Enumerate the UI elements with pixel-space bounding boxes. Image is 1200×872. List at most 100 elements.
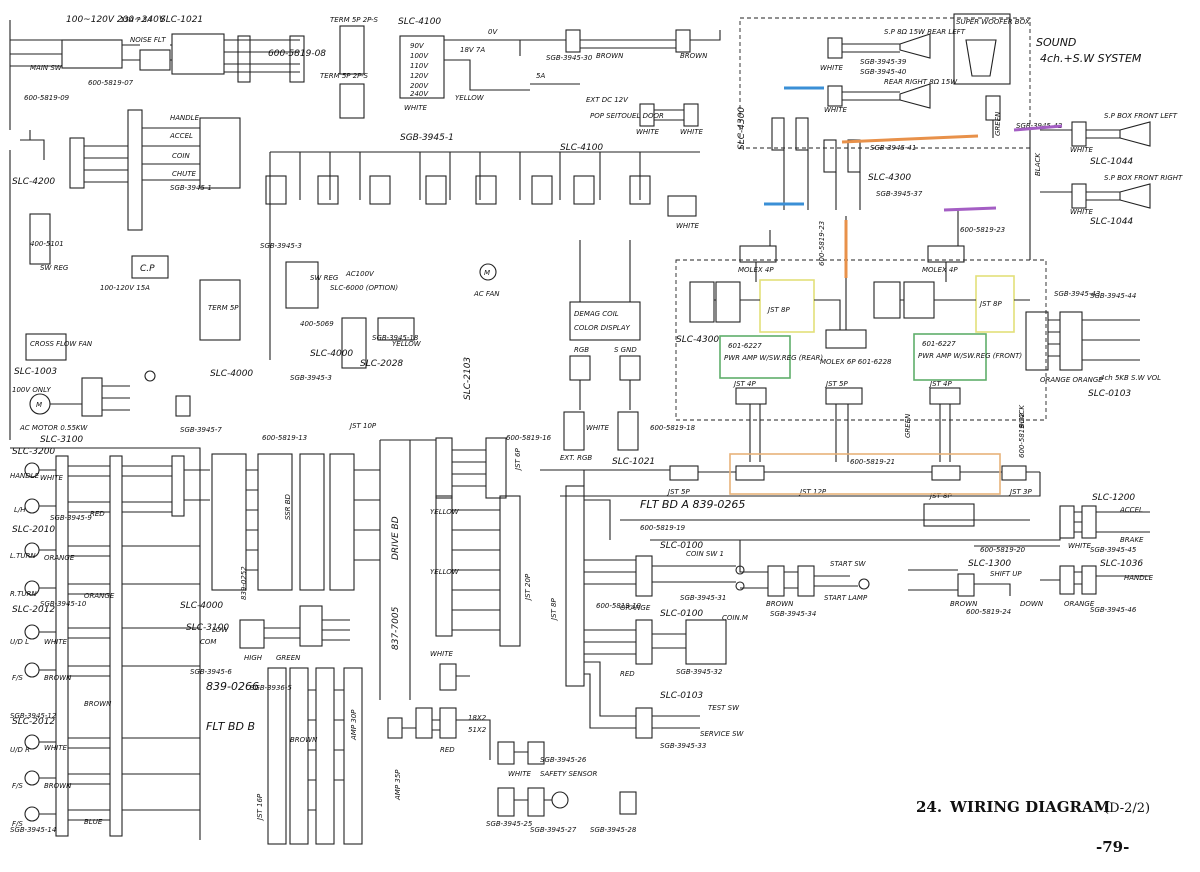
svg-text:WHITE: WHITE bbox=[508, 770, 532, 778]
svg-text:ORANGE: ORANGE bbox=[84, 592, 115, 600]
svg-text:M: M bbox=[484, 269, 490, 277]
svg-text:SGB-3945-14: SGB-3945-14 bbox=[10, 826, 56, 834]
connector-cp bbox=[617, 411, 639, 451]
flt-bd-b-label: FLT BD B bbox=[206, 720, 255, 733]
highlight-box-green-right bbox=[913, 333, 987, 381]
svg-text:COIN.M: COIN.M bbox=[722, 614, 748, 622]
label-slc3100-b: SLC-3100 bbox=[186, 623, 229, 633]
svg-text:WHITE: WHITE bbox=[824, 106, 848, 114]
label-slc0103-r: SLC-0103 bbox=[1088, 389, 1131, 399]
svg-text:AC100V: AC100V bbox=[345, 270, 375, 278]
svg-text:CROSS FLOW FAN: CROSS FLOW FAN bbox=[30, 340, 93, 348]
jst-12p-connector bbox=[735, 465, 765, 481]
svg-text:POP SEITOUEL DOOR: POP SEITOUEL DOOR bbox=[590, 112, 664, 120]
fuse-label: 15A 7.5A bbox=[120, 16, 152, 24]
svg-text:F/S: F/S bbox=[12, 820, 23, 828]
label-slc1044-b: SLC-1044 bbox=[1090, 217, 1133, 227]
connector bbox=[497, 741, 515, 765]
svg-text:S GND: S GND bbox=[614, 346, 637, 354]
svg-text:600-5819-23: 600-5819-23 bbox=[818, 221, 826, 266]
terminal-5p-b bbox=[339, 83, 365, 119]
jst-4p-connector-b bbox=[929, 387, 961, 405]
svg-text:JST 6P: JST 6P bbox=[514, 448, 522, 472]
svg-text:SGB-3945-9: SGB-3945-9 bbox=[50, 514, 92, 522]
svg-text:SGB-3945-44: SGB-3945-44 bbox=[1090, 292, 1136, 300]
svg-text:MOLEX 4P: MOLEX 4P bbox=[922, 266, 958, 274]
color-highlights bbox=[729, 86, 1063, 495]
connector-pc bbox=[175, 395, 191, 417]
highlight-purple-mid bbox=[943, 206, 997, 212]
svg-text:240V: 240V bbox=[410, 90, 429, 98]
connector-column bbox=[315, 667, 335, 845]
fuse-block bbox=[171, 33, 225, 75]
svg-text:GREEN: GREEN bbox=[276, 654, 301, 662]
svg-text:L.TURN: L.TURN bbox=[10, 552, 36, 560]
svg-text:SGB-3936-5: SGB-3936-5 bbox=[250, 684, 292, 692]
pot-icon bbox=[24, 498, 40, 514]
label-slc3100: SLC-3100 bbox=[40, 435, 83, 445]
label-slc4300-mid: SLC-4300 bbox=[868, 173, 911, 183]
svg-text:SGB-3945-42: SGB-3945-42 bbox=[1016, 122, 1063, 130]
svg-text:RED: RED bbox=[620, 670, 635, 678]
connector-cp bbox=[619, 355, 641, 381]
sound-block: SOUND 4ch.+S.W SYSTEM SUPER WOOFER BOX S… bbox=[737, 13, 1183, 260]
connector bbox=[497, 787, 515, 817]
svg-text:110V: 110V bbox=[410, 62, 429, 70]
label-slc0100-b: SLC-0100 bbox=[660, 609, 703, 619]
svg-text:SAFETY SENSOR: SAFETY SENSOR bbox=[540, 770, 598, 778]
coin-lamp-icon bbox=[735, 581, 745, 591]
svg-text:100-120V 15A: 100-120V 15A bbox=[100, 284, 150, 292]
noise-filter-box bbox=[139, 49, 171, 71]
svg-text:SGB-3945-45: SGB-3945-45 bbox=[1090, 546, 1137, 554]
svg-text:SGB-3945-6: SGB-3945-6 bbox=[190, 668, 232, 676]
svg-text:SGB-3945-27: SGB-3945-27 bbox=[530, 826, 577, 834]
svg-text:90V: 90V bbox=[410, 42, 425, 50]
svg-text:SGB-3945-40: SGB-3945-40 bbox=[860, 68, 907, 76]
flt-bd-a-block: FLT BD A 839-0265 600-5819-19 600-5819-2… bbox=[540, 404, 1061, 554]
svg-text:ORANGE: ORANGE bbox=[1064, 600, 1095, 608]
color-display-block: DEMAG COIL COLOR DISPLAY RGB S GND EXT. … bbox=[463, 240, 655, 467]
label-slc4300-left: SLC-4300 bbox=[676, 335, 719, 345]
connector-pc bbox=[265, 175, 287, 205]
svg-text:0V: 0V bbox=[488, 28, 498, 36]
highlight-purple-top bbox=[1013, 124, 1063, 132]
connector-cp bbox=[767, 565, 785, 597]
svg-text:COLOR DISPLAY: COLOR DISPLAY bbox=[574, 324, 630, 332]
svg-text:MOLEX 6P 601-6228: MOLEX 6P 601-6228 bbox=[820, 358, 892, 366]
svg-text:BLUE: BLUE bbox=[84, 818, 103, 826]
svg-text:JST 20P: JST 20P bbox=[524, 573, 532, 602]
label-slc2012: SLC-2012 bbox=[12, 605, 55, 615]
drive-connector-a bbox=[299, 453, 325, 591]
svg-text:600-5819-19: 600-5819-19 bbox=[596, 602, 642, 610]
connector-cp bbox=[635, 619, 653, 665]
highlight-box-yellow-right bbox=[975, 275, 1015, 333]
connector-cp bbox=[435, 495, 453, 637]
svg-text:JST 12P: JST 12P bbox=[798, 488, 827, 496]
svg-text:ORANGE: ORANGE bbox=[44, 554, 75, 562]
svg-text:GREEN: GREEN bbox=[904, 413, 912, 438]
slc4300-dashed-area bbox=[675, 259, 1047, 421]
amp-12p-connector bbox=[211, 453, 247, 591]
highlight-box-orange bbox=[729, 453, 1001, 495]
svg-text:WHITE: WHITE bbox=[44, 638, 68, 646]
label-slc2010: SLC-2010 bbox=[12, 525, 55, 535]
svg-text:ACCEL: ACCEL bbox=[169, 132, 193, 140]
slc3100-lower: SLC-4000 SLC-3100 LOW COM HIGH SGB-3945-… bbox=[180, 601, 350, 692]
svg-text:CHUTE: CHUTE bbox=[172, 170, 197, 178]
wire-label: 600-5819-09 bbox=[24, 94, 70, 102]
jst-12p-connector-b bbox=[931, 465, 961, 481]
svg-text:WHITE: WHITE bbox=[636, 128, 660, 136]
cross-flow-fan-box bbox=[25, 333, 67, 361]
flt-bd-b: 839-0266 FLT BD B JST 16P AMP 30P BROWN bbox=[206, 667, 363, 845]
svg-text:ORANGE: ORANGE bbox=[620, 604, 651, 612]
svg-text:HIGH: HIGH bbox=[244, 654, 263, 662]
switch-block: JST 8P SLC-0100 COIN SW 1 ORANGE SGB-394… bbox=[550, 485, 748, 750]
handle-block: SLC-4200 HANDLE ACCEL COIN CHUTE SGB-394… bbox=[9, 109, 253, 440]
svg-text:S.P BOX FRONT LEFT: S.P BOX FRONT LEFT bbox=[1104, 112, 1178, 120]
sensor-icon bbox=[551, 791, 569, 809]
svg-text:18V 7A: 18V 7A bbox=[460, 46, 485, 54]
svg-text:600-5819-20: 600-5819-20 bbox=[980, 546, 1026, 554]
voltage-label: 100~120V 200~240V bbox=[66, 15, 166, 25]
svg-text:4ch 5KB S.W VOL: 4ch 5KB S.W VOL bbox=[1100, 374, 1161, 382]
sgb-3945-1-label: SGB-3945-1 bbox=[400, 133, 454, 143]
